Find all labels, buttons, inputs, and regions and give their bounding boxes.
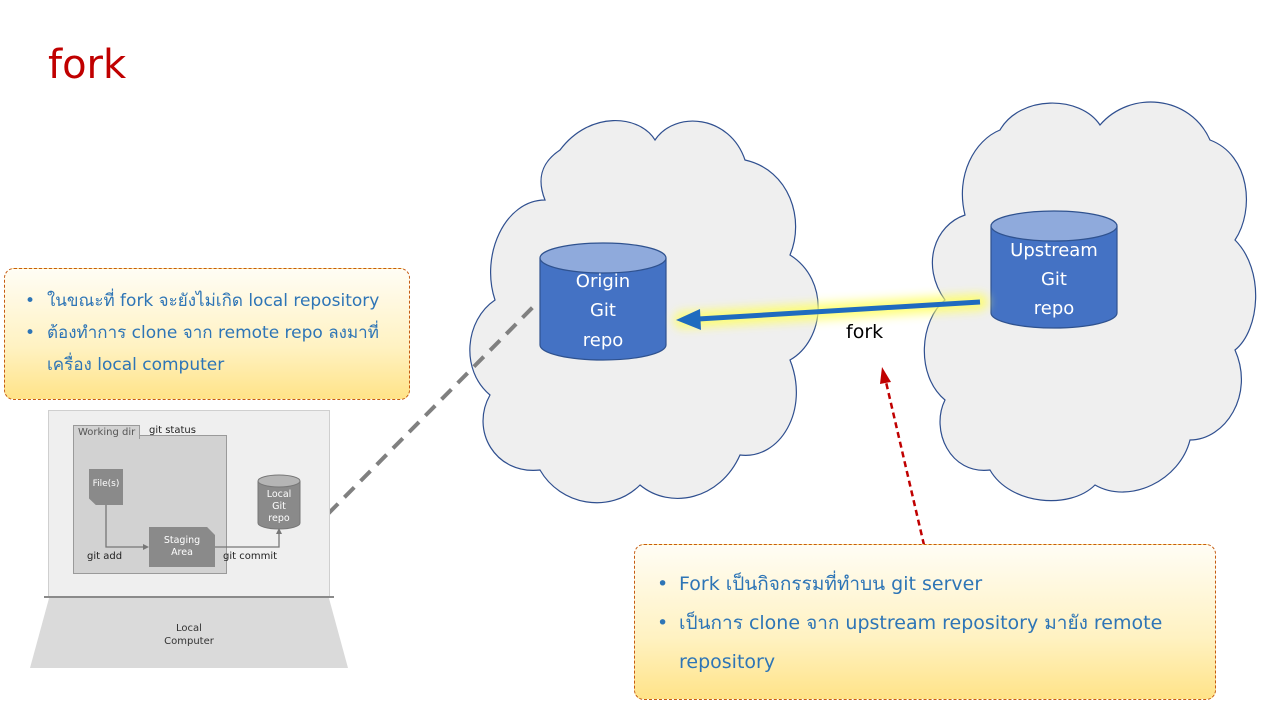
git-status-label: git status: [149, 425, 196, 436]
git-add-label: git add: [87, 551, 123, 562]
clone-dashed-line: [310, 303, 537, 532]
local-computer-line-2: Computer: [164, 636, 214, 647]
local-computer-line-1: Local: [176, 623, 202, 634]
fork-pointer-arrow: [880, 367, 926, 546]
staging-line-1: Staging: [163, 535, 201, 546]
laptop-hinge: [44, 596, 334, 598]
origin-repo-line-3: repo: [583, 330, 624, 351]
right-note-bullet-2: เป็นการ clone จาก upstream repository มา…: [649, 604, 1205, 682]
fork-arrow-label: fork: [846, 321, 884, 343]
fork-arrow: [674, 294, 988, 330]
staging-line-2: Area: [171, 547, 193, 558]
working-dir-tab: Working dir: [73, 425, 141, 439]
laptop-base: [30, 598, 348, 668]
upstream-repo-line-1: Upstream: [1010, 240, 1098, 261]
origin-repo-line-1: Origin: [576, 271, 630, 292]
local-repo-line-2: Git: [272, 501, 286, 512]
local-repo-line-3: repo: [268, 513, 290, 524]
left-note-callout: ในขณะที่ fork จะยังไม่เกิด local reposit…: [4, 268, 410, 400]
local-computer-label: Local Computer: [154, 622, 224, 648]
left-note-bullet-2: ต้องทำการ clone จาก remote repo ลงมาที่เ…: [17, 317, 399, 381]
upstream-repo-cylinder: Upstream Git repo: [990, 210, 1118, 329]
right-note-bullet-1: Fork เป็นกิจกรรมที่ทำบน git server: [649, 565, 1205, 604]
right-note-callout: Fork เป็นกิจกรรมที่ทำบน git server เป็นก…: [634, 544, 1216, 700]
laptop-arrows: Local Git repo: [105, 474, 301, 550]
slide-title: fork: [48, 42, 127, 88]
files-icon: File(s): [89, 469, 123, 505]
origin-repo-cylinder: Origin Git repo: [539, 242, 667, 361]
upstream-repo-line-3: repo: [1034, 298, 1075, 319]
local-computer-illustration: Working dir git status File(s) Local Git…: [30, 410, 348, 668]
laptop-screen: Working dir git status File(s) Local Git…: [48, 410, 330, 598]
local-repo-line-1: Local: [267, 489, 292, 500]
origin-repo-line-2: Git: [590, 300, 616, 321]
git-commit-label: git commit: [223, 551, 278, 562]
left-note-bullet-1: ในขณะที่ fork จะยังไม่เกิด local reposit…: [17, 285, 399, 317]
upstream-repo-line-2: Git: [1041, 269, 1067, 290]
staging-area-box: Staging Area: [149, 527, 215, 567]
